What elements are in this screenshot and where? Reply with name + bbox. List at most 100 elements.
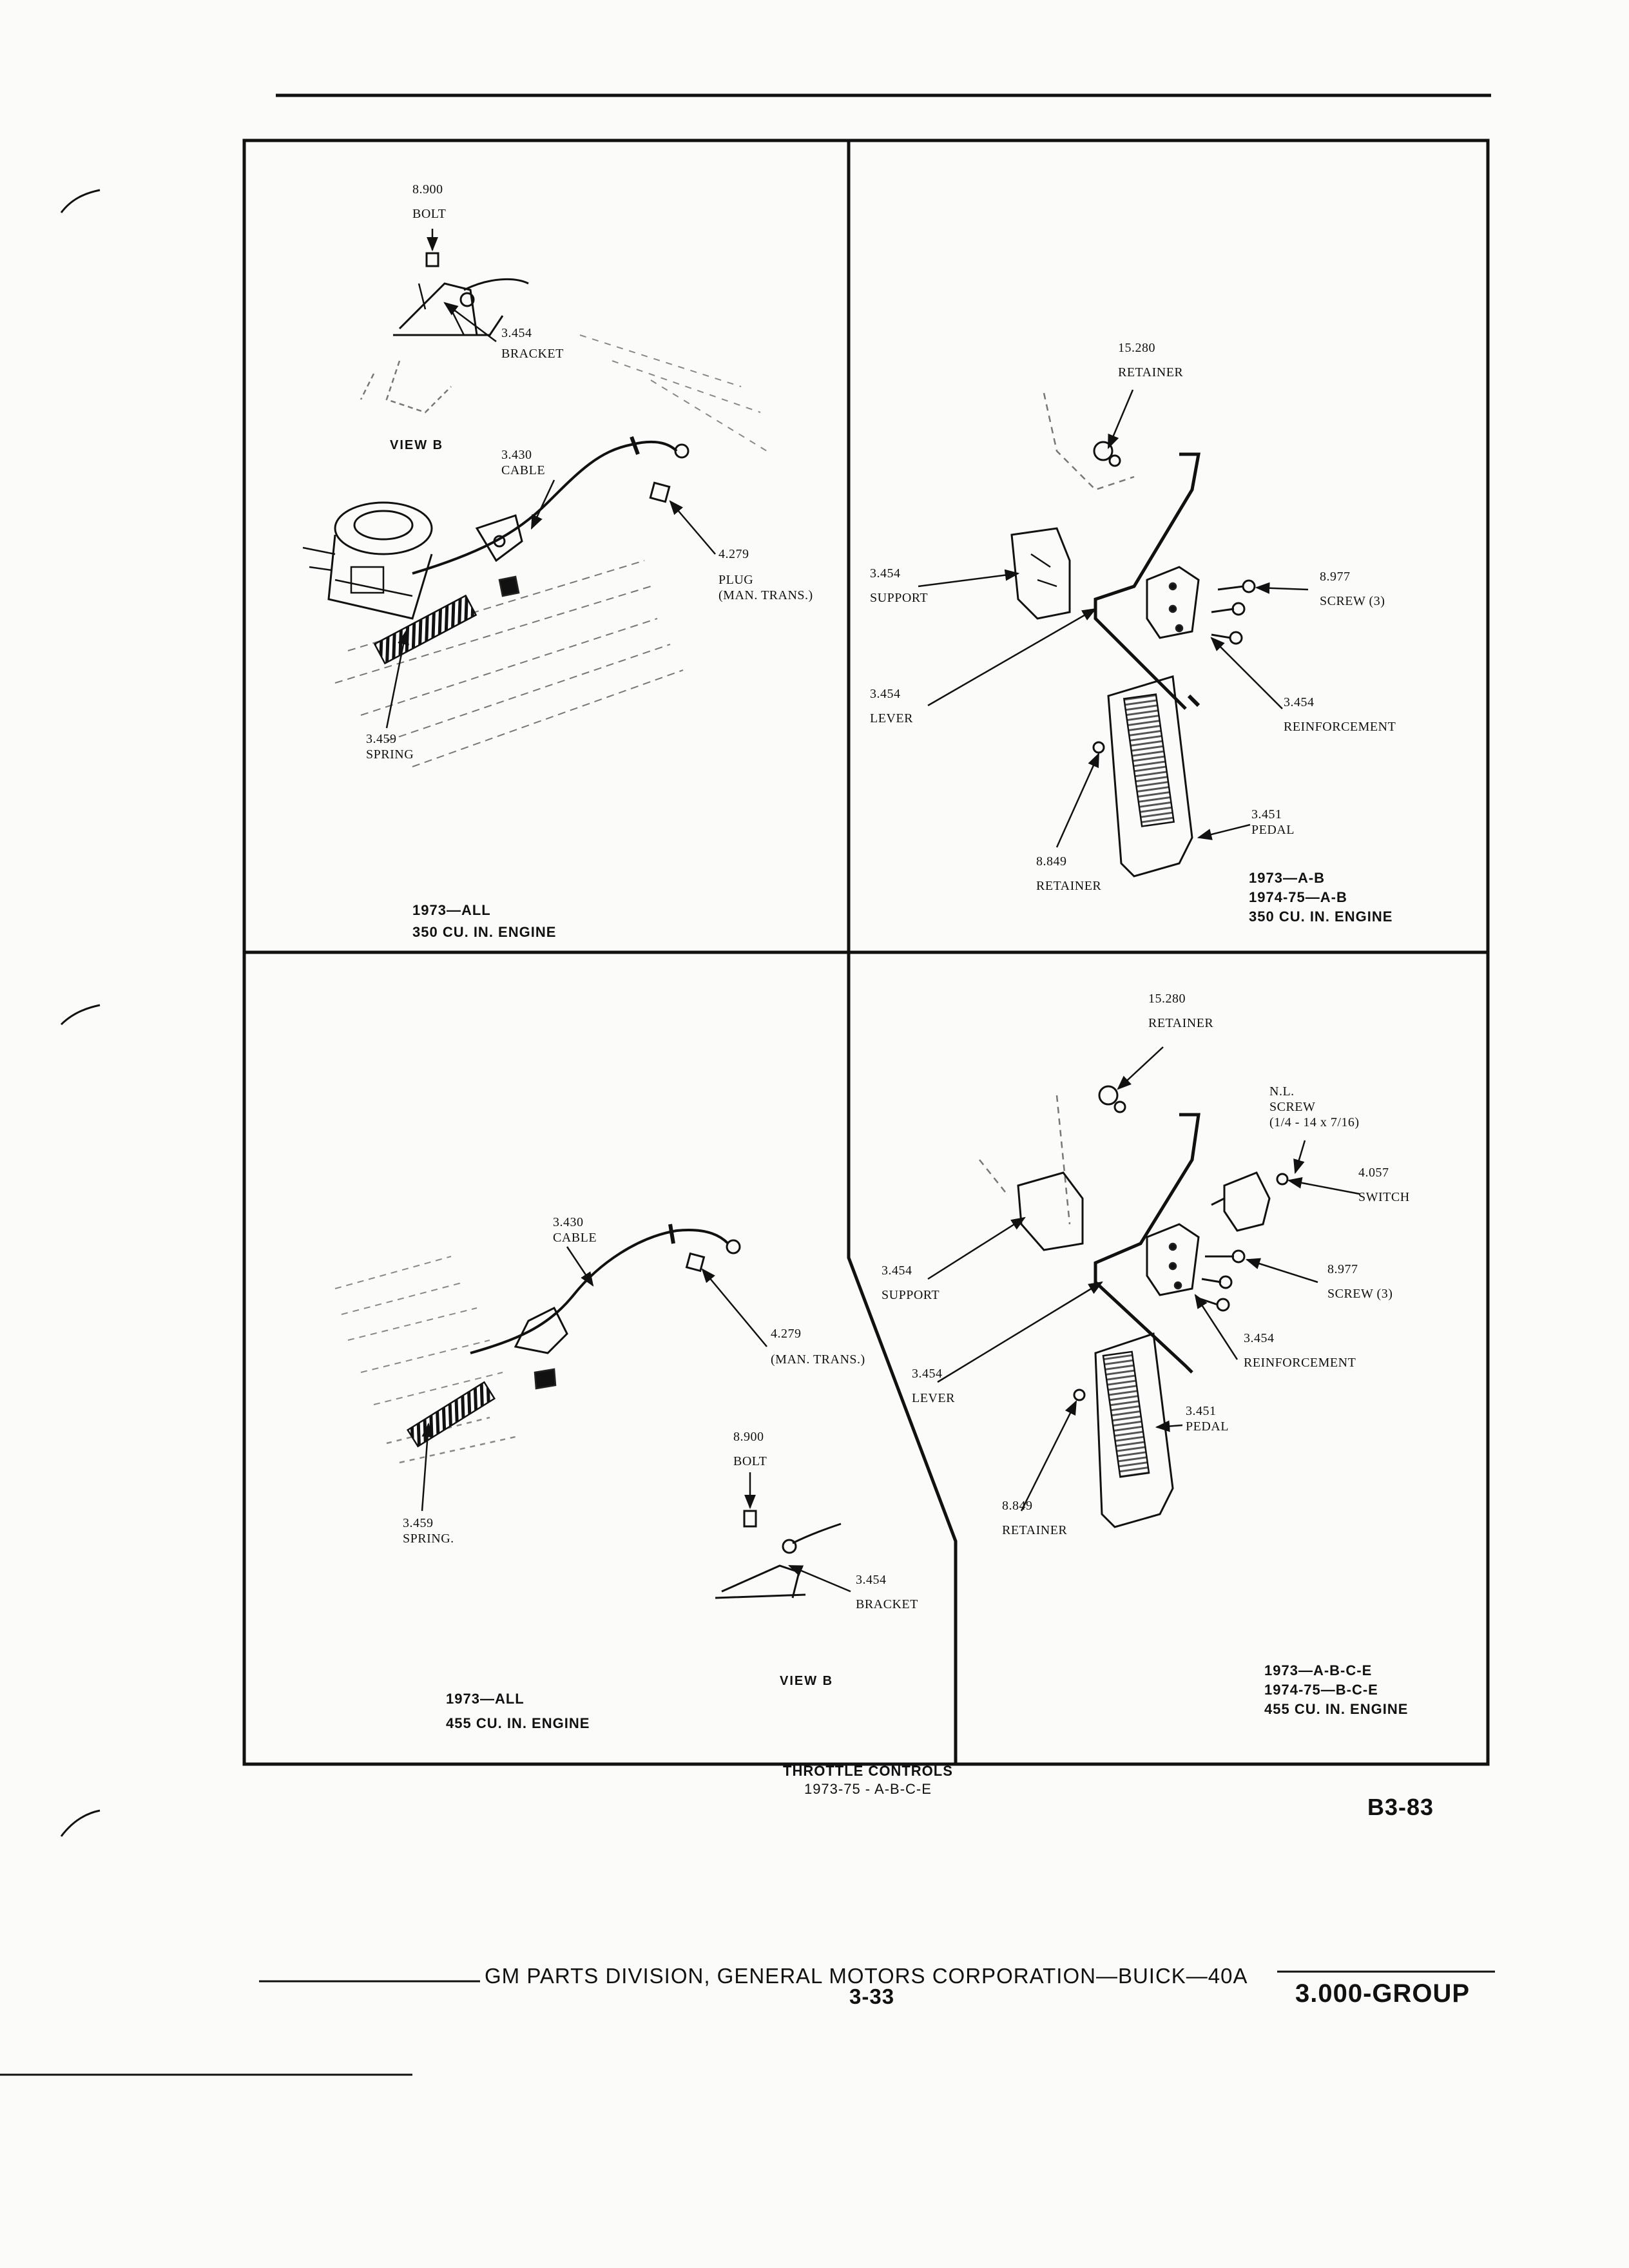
panel-caption: 1973—ALL 455 CU. IN. ENGINE — [446, 1689, 590, 1733]
callout-lever: 3.454 LEVER — [870, 686, 913, 726]
callout-number: 3.454 — [1244, 1331, 1275, 1345]
callout-text: RETAINER — [1118, 365, 1184, 380]
callout-number: 4.279 — [718, 547, 749, 561]
callout-text: SCREW (3) — [1320, 594, 1385, 608]
margin-mark — [60, 1809, 101, 1837]
footer-publisher: GM PARTS DIVISION, GENERAL MOTORS CORPOR… — [485, 1964, 1248, 1988]
callout-screw: 8.977 SCREW (3) — [1327, 1262, 1393, 1302]
callout-number: 8.849 — [1036, 854, 1067, 869]
callout-number: 3.451 — [1251, 807, 1282, 822]
callout-text: SUPPORT — [882, 1288, 940, 1302]
callout-number: 3.454 — [1284, 695, 1315, 709]
callout-number: 8.849 — [1002, 1499, 1033, 1513]
callout-text: CABLE — [501, 463, 546, 477]
callout-reinforcement: 3.454 REINFORCEMENT — [1244, 1331, 1356, 1370]
callout-text: RETAINER — [1002, 1523, 1068, 1537]
callout-number: 15.280 — [1118, 341, 1155, 355]
callout-number: 3.430 — [553, 1215, 584, 1229]
caption-line: 1974-75—B-C-E — [1264, 1682, 1378, 1698]
view-b-label: VIEW B — [390, 438, 444, 452]
callout-number: N.L. — [1269, 1084, 1295, 1099]
callout-retainer-bottom: 8.849 RETAINER — [1002, 1498, 1067, 1538]
callout-switch: 4.057 SWITCH — [1358, 1165, 1410, 1205]
footer-group: 3.000-GROUP — [1295, 1979, 1470, 2008]
callout-number: 3.459 — [403, 1516, 434, 1530]
callout-pedal: 3.451 PEDAL — [1251, 807, 1295, 838]
margin-mark — [60, 189, 101, 213]
engine-illustration-455 — [334, 1224, 842, 1599]
callout-text: PLUG — [718, 573, 754, 587]
callout-pedal: 3.451 PEDAL — [1186, 1403, 1229, 1434]
callout-lever: 3.454 LEVER — [912, 1366, 955, 1406]
callout-spring: 3.459 SPRING — [366, 731, 414, 762]
callout-cable: 3.430 CABLE — [501, 447, 545, 478]
callout-retainer-top: 15.280 RETAINER — [1148, 991, 1213, 1031]
callout-number: 3.430 — [501, 448, 532, 462]
callout-text: (MAN. TRANS.) — [771, 1352, 865, 1367]
callout-number: 8.900 — [412, 182, 443, 197]
callout-cable: 3.430 CABLE — [553, 1215, 597, 1245]
callout-text: (MAN. TRANS.) — [718, 588, 813, 602]
callout-plug: 4.279 (MAN. TRANS.) — [771, 1326, 865, 1367]
callout-bracket: 3.454 BRACKET — [856, 1572, 918, 1612]
callout-text: (1/4 - 14 x 7/16) — [1269, 1115, 1360, 1129]
callout-retainer-top: 15.280 RETAINER — [1118, 340, 1183, 380]
callout-leaders-bottom-left — [421, 1246, 851, 1593]
callout-text: LEVER — [912, 1391, 955, 1405]
callout-text: SPRING. — [403, 1532, 454, 1546]
view-b-label: VIEW B — [780, 1674, 834, 1688]
callout-text: RETAINER — [1148, 1016, 1214, 1030]
callout-number: 3.454 — [870, 687, 901, 701]
pedal-assembly-455 — [979, 1085, 1289, 1528]
caption-line: 1973-75 - A-B-C-E — [804, 1781, 932, 1797]
callout-text: RETAINER — [1036, 879, 1102, 893]
panel-caption: 1973—ALL 350 CU. IN. ENGINE — [412, 901, 556, 942]
callout-number: 3.454 — [870, 566, 901, 581]
callout-text: SWITCH — [1358, 1190, 1410, 1204]
figure-caption: THROTTLE CONTROLS 1973-75 - A-B-C-E — [783, 1762, 953, 1798]
callout-bracket: 3.454 BRACKET — [501, 325, 564, 361]
caption-line: 1973—ALL — [412, 902, 491, 918]
callout-number: 3.454 — [501, 326, 532, 340]
panel-divider-vertical — [847, 140, 958, 1764]
callout-leaders-top-left — [385, 229, 716, 729]
caption-line: 455 CU. IN. ENGINE — [1264, 1701, 1409, 1717]
callout-text: SPRING — [366, 747, 414, 762]
callout-number: 4.279 — [771, 1327, 802, 1341]
callout-text: REINFORCEMENT — [1244, 1356, 1356, 1370]
callout-number: 3.459 — [366, 732, 397, 746]
callout-number: 3.454 — [856, 1573, 887, 1587]
callout-text: PEDAL — [1251, 823, 1295, 837]
caption-line: 1973—A-B — [1249, 870, 1325, 886]
callout-bolt: 8.900 BOLT — [412, 182, 446, 222]
callout-screw: 8.977 SCREW (3) — [1320, 569, 1385, 609]
caption-line: 350 CU. IN. ENGINE — [1249, 908, 1393, 925]
caption-line: 350 CU. IN. ENGINE — [412, 924, 557, 940]
callout-number: 8.900 — [733, 1430, 764, 1444]
callout-leaders-top-right — [918, 389, 1309, 848]
caption-line: 455 CU. IN. ENGINE — [446, 1715, 590, 1731]
callout-text: SUPPORT — [870, 591, 929, 605]
callout-number: 4.057 — [1358, 1166, 1389, 1180]
callout-text: BRACKET — [856, 1597, 918, 1611]
callout-text: SCREW — [1269, 1100, 1316, 1114]
callout-bolt: 8.900 BOLT — [733, 1429, 767, 1469]
callout-number: 8.977 — [1320, 570, 1351, 584]
callout-text: CABLE — [553, 1231, 597, 1245]
callout-text: BOLT — [412, 207, 447, 221]
panel-caption: 1973—A-B-C-E 1974-75—B-C-E 455 CU. IN. E… — [1264, 1661, 1408, 1719]
pedal-assembly-350 — [1010, 392, 1256, 878]
callout-reinforcement: 3.454 REINFORCEMENT — [1284, 695, 1396, 735]
callout-spring: 3.459 SPRING. — [403, 1515, 454, 1546]
callout-number: 3.454 — [912, 1367, 943, 1381]
callout-number: 15.280 — [1148, 992, 1186, 1006]
callout-text: SCREW (3) — [1327, 1287, 1393, 1301]
caption-line: 1973—ALL — [446, 1691, 525, 1707]
callout-text: LEVER — [870, 711, 913, 726]
callout-number: 3.451 — [1186, 1404, 1217, 1418]
callout-text: BOLT — [733, 1454, 767, 1468]
callout-leaders-bottom-right — [927, 1046, 1360, 1512]
callout-number: 3.454 — [882, 1264, 912, 1278]
